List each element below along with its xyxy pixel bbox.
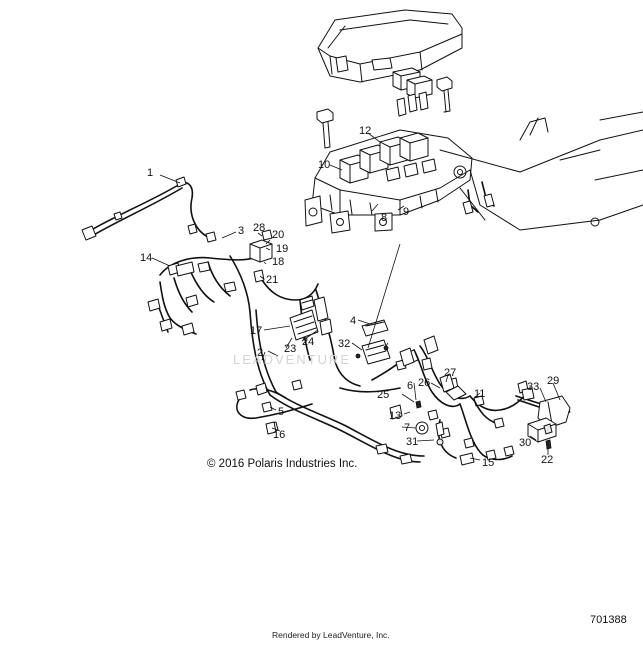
rendered-by-credit: Rendered by LeadVenture, Inc. <box>272 630 390 640</box>
callout-17: 17 <box>250 325 262 337</box>
callout-4: 4 <box>350 315 356 327</box>
callout-22: 22 <box>541 454 553 466</box>
callout-11: 11 <box>474 388 485 400</box>
fuse-box-body <box>304 129 473 234</box>
callout-14: 14 <box>140 252 152 264</box>
connector-14 <box>175 261 195 277</box>
callout-5: 5 <box>278 406 284 418</box>
callout-numbers: 1 2 3 4 5 6 7 8 9 10 11 12 13 14 15 16 1… <box>140 125 559 469</box>
harness-1 <box>81 176 211 241</box>
callout-30: 30 <box>519 437 531 449</box>
callout-3: 3 <box>238 225 244 237</box>
callout-28: 28 <box>253 222 265 234</box>
leader-lines <box>151 132 561 461</box>
fuse-box-cover <box>317 9 463 83</box>
callout-6: 6 <box>407 380 413 392</box>
callout-25: 25 <box>377 389 389 401</box>
callout-31: 31 <box>406 436 418 448</box>
callout-20: 20 <box>272 229 284 241</box>
callout-13: 13 <box>389 410 401 422</box>
callout-1: 1 <box>147 167 153 179</box>
frame-right <box>439 111 643 231</box>
callout-8: 8 <box>381 212 387 224</box>
callout-26: 26 <box>418 377 430 389</box>
watermark: LEADVENTURE <box>233 352 352 367</box>
callout-7: 7 <box>404 422 410 434</box>
callout-12: 12 <box>359 125 371 137</box>
module-30 <box>527 417 557 443</box>
relay-cluster-top <box>392 67 433 117</box>
callout-33: 33 <box>527 381 539 393</box>
screw-22 <box>545 439 552 450</box>
bolt-left <box>316 108 334 149</box>
callout-27: 27 <box>444 367 456 379</box>
callout-19: 19 <box>276 243 288 255</box>
clip-5 <box>261 401 273 413</box>
callout-24: 24 <box>302 336 314 348</box>
connector-21 <box>253 269 265 283</box>
callout-32: 32 <box>338 338 350 350</box>
callout-9: 9 <box>403 206 409 218</box>
clip-16 <box>265 421 277 435</box>
diagram-part-number: 701388 <box>590 614 627 626</box>
callout-2: 2 <box>257 347 263 359</box>
callout-18: 18 <box>272 256 284 268</box>
callout-21: 21 <box>266 274 278 286</box>
callout-16: 16 <box>273 429 285 441</box>
harness-2 <box>147 254 531 465</box>
relay-bracket-19 <box>205 229 273 263</box>
callout-29: 29 <box>547 375 559 387</box>
connector-15 <box>459 452 475 466</box>
copyright-notice: © 2016 Polaris Industries Inc. <box>207 458 358 470</box>
connector-24 <box>313 296 333 336</box>
bolt-right <box>436 76 453 113</box>
small-parts-13-25-7-31 <box>389 400 445 446</box>
connector-11 <box>473 399 505 429</box>
connectors-6-26-27 <box>399 335 467 401</box>
fuse-block-32 <box>355 319 391 365</box>
callout-23: 23 <box>284 343 296 355</box>
callout-10: 10 <box>318 159 330 171</box>
ecu-module-23 <box>289 295 319 341</box>
callout-15: 15 <box>482 457 494 469</box>
